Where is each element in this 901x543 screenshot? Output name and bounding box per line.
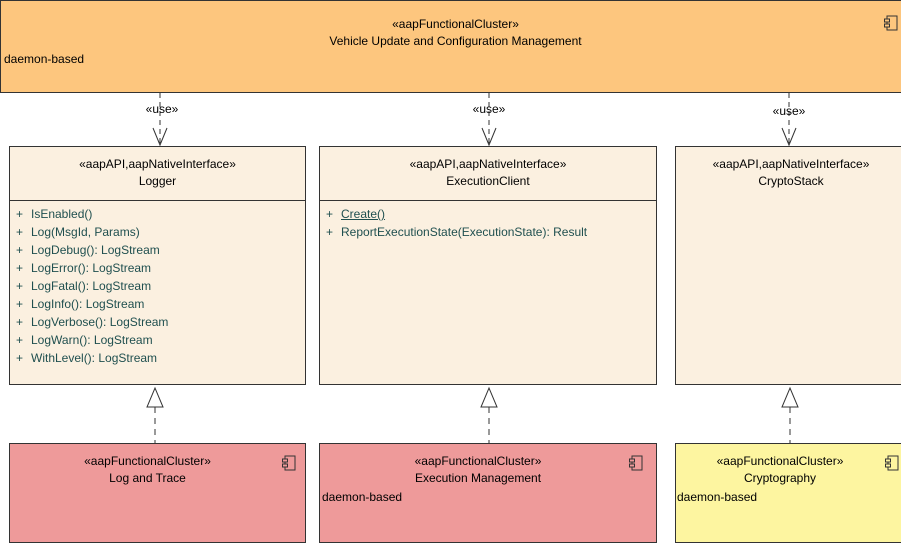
use-label: «use» <box>772 104 806 118</box>
cluster-stereotype: «aapFunctionalCluster» <box>392 17 519 31</box>
interface-crypto-stack[interactable]: «aapAPI,aapNativeInterface» CryptoStack <box>675 146 901 385</box>
use-label: «use» <box>472 102 506 116</box>
use-label: «use» <box>145 102 179 116</box>
realization-triangle <box>146 386 164 408</box>
connectors <box>146 93 799 443</box>
cluster-log-and-trace[interactable]: «aapFunctionalCluster» Log and Trace <box>9 443 306 543</box>
cluster-name: Cryptography <box>743 471 817 485</box>
interface-logger[interactable]: «aapAPI,aapNativeInterface» Logger +IsEn… <box>9 146 306 385</box>
interface-name: ExecutionClient <box>446 174 530 188</box>
cluster-execution-management[interactable]: «aapFunctionalCluster» Execution Managem… <box>319 443 657 543</box>
operations-compartment: +IsEnabled() +Log(MsgId, Params) +LogDeb… <box>10 200 305 384</box>
cluster-name: Log and Trace <box>109 471 186 485</box>
interface-stereotype: «aapAPI,aapNativeInterface» <box>79 157 236 171</box>
interface-execution-client[interactable]: «aapAPI,aapNativeInterface» ExecutionCli… <box>319 146 657 385</box>
interface-name: Logger <box>138 174 177 188</box>
cluster-note: daemon-based <box>4 52 85 66</box>
use-arrowhead <box>152 127 168 147</box>
cluster-name: Execution Management <box>414 471 542 485</box>
operations-compartment: +Create() +ReportExecutionState(Executio… <box>320 200 656 384</box>
realization-triangle <box>480 386 498 408</box>
cluster-vehicle-update[interactable]: «aapFunctionalCluster» Vehicle Update an… <box>0 0 901 93</box>
cluster-note: daemon-based <box>322 490 403 504</box>
use-arrowhead <box>481 127 497 147</box>
component-icon <box>282 455 296 471</box>
cluster-note: daemon-based <box>677 490 758 504</box>
realization-triangle <box>781 386 799 408</box>
use-arrowhead <box>781 127 797 147</box>
component-icon <box>884 15 898 31</box>
cluster-name: Vehicle Update and Configuration Managem… <box>329 34 582 48</box>
interface-name: CryptoStack <box>758 174 824 188</box>
interface-stereotype: «aapAPI,aapNativeInterface» <box>409 157 567 171</box>
cluster-stereotype: «aapFunctionalCluster» <box>84 454 211 468</box>
cluster-stereotype: «aapFunctionalCluster» <box>414 454 542 468</box>
cluster-stereotype: «aapFunctionalCluster» <box>716 454 844 468</box>
interface-stereotype: «aapAPI,aapNativeInterface» <box>712 157 870 171</box>
component-icon <box>885 455 899 471</box>
component-icon <box>629 455 643 471</box>
cluster-cryptography[interactable]: «aapFunctionalCluster» Cryptography daem… <box>675 443 901 543</box>
